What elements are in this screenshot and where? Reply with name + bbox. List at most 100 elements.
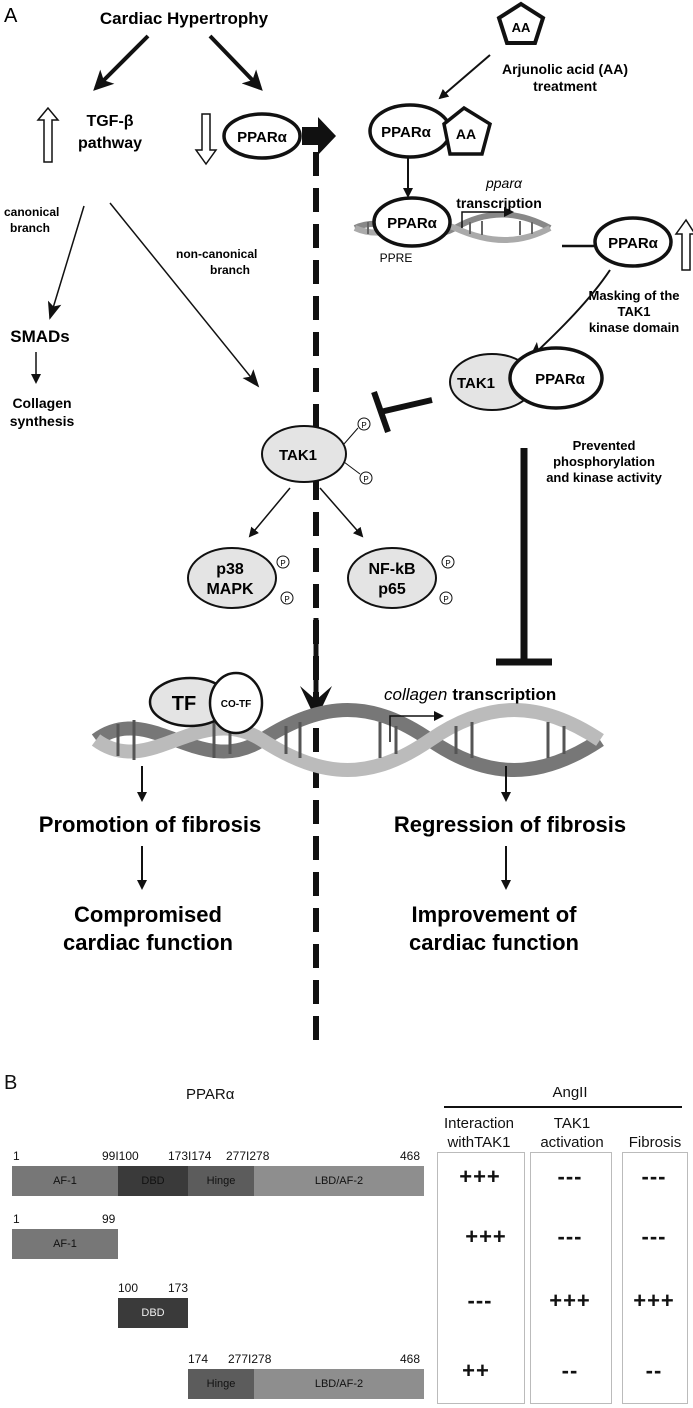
improvement-label-2: cardiac function xyxy=(409,930,579,955)
construct3-fibrosis: +++ xyxy=(633,1288,675,1313)
construct4-lbd-domain: LBD/AF-2 xyxy=(254,1369,424,1399)
prevented-label-3: and kinase activity xyxy=(546,470,662,485)
inhibition-bar-tak1 xyxy=(379,397,433,415)
ppara-up-node xyxy=(593,216,673,268)
construct3-tak1-activation: +++ xyxy=(549,1288,591,1313)
construct4-hinge-domain: Hinge xyxy=(188,1369,254,1399)
construct1-num-1: 1 xyxy=(13,1149,20,1163)
construct4-interaction: ++ xyxy=(462,1358,490,1383)
col-tak1-box xyxy=(530,1152,612,1404)
masking-label-3: kinase domain xyxy=(589,320,679,335)
mapk-label: MAPK xyxy=(206,581,254,598)
arrow-to-ppara xyxy=(208,34,263,91)
svg-text:P: P xyxy=(363,475,368,484)
construct2-af1-domain: AF-1 xyxy=(12,1229,118,1259)
tf-label: TF xyxy=(172,693,196,715)
aa-complex-label: AA xyxy=(456,126,476,142)
transcription-start-arrow xyxy=(461,207,514,228)
phospho-icon: P xyxy=(357,417,371,431)
construct1-hinge-domain: Hinge xyxy=(188,1166,254,1196)
tak1-complex-label: TAK1 xyxy=(457,375,495,392)
ppara-left-label: PPARα xyxy=(237,129,288,146)
construct1-num-3: 173I174 xyxy=(168,1149,212,1163)
nfkb-node xyxy=(347,547,437,609)
arrow-to-tak1-complex xyxy=(528,269,611,360)
construct1-interaction: +++ xyxy=(459,1164,501,1189)
arrow-to-smads xyxy=(47,205,85,320)
panel-b-label: B xyxy=(4,1072,18,1094)
phospho-icon: P xyxy=(359,471,373,485)
construct2-num-2: 99 xyxy=(102,1212,116,1226)
ppre-label: PPRE xyxy=(380,251,413,265)
protein-title: PPARα xyxy=(186,1086,235,1103)
svg-text:P: P xyxy=(445,559,450,568)
phospho-icon: P xyxy=(439,591,453,605)
aa-treatment-label: Arjunolic acid (AA) xyxy=(502,61,628,77)
col-fibrosis-header: Fibrosis xyxy=(628,1134,682,1151)
p65-label: p65 xyxy=(378,581,406,598)
construct1-dbd-domain: DBD xyxy=(118,1166,188,1196)
arrow-to-tgf xyxy=(93,34,150,91)
down-arrow-icon xyxy=(194,113,218,166)
up-arrow-right-icon xyxy=(674,218,693,271)
construct4-num-1: 174 xyxy=(188,1352,209,1366)
aa-pentagon-icon: AA xyxy=(496,1,546,45)
construct4-num-3: 468 xyxy=(400,1352,421,1366)
masking-label-2: TAK1 xyxy=(618,304,651,319)
ppara-complex-label: PPARα xyxy=(535,371,586,388)
construct2-interaction: +++ xyxy=(465,1224,507,1249)
cotf-node xyxy=(208,671,264,735)
ppara-aa-complex-label: PPARα xyxy=(381,124,432,141)
tak1-center-node xyxy=(261,425,347,483)
construct4-fibrosis: -- xyxy=(645,1358,663,1383)
ppara-gene-label: pparα xyxy=(485,175,523,191)
canonical-label-1: canonical xyxy=(4,205,59,219)
svg-text:P: P xyxy=(361,421,366,430)
dna-helix-icon xyxy=(91,703,604,777)
construct1-lbd-domain: LBD/AF-2 xyxy=(254,1166,424,1196)
smads-label: SMADs xyxy=(10,327,70,346)
svg-text:P: P xyxy=(284,595,289,604)
tgf-beta-label: TGF-β xyxy=(86,113,133,130)
panel-a-label: A xyxy=(4,5,18,27)
noncanonical-label-2: branch xyxy=(210,263,250,277)
aa-pentagon-complex xyxy=(442,105,493,156)
tgf-pathway-label: pathway xyxy=(78,135,142,152)
ppara-transcription-label: transcription xyxy=(456,195,542,211)
cotf-label: CO-TF xyxy=(221,699,252,710)
regression-label: Regression of fibrosis xyxy=(394,812,626,837)
construct2-fibrosis: --- xyxy=(641,1224,667,1249)
col-interaction-box xyxy=(437,1152,525,1404)
ppara-up-label: PPARα xyxy=(608,235,659,252)
improvement-label-1: Improvement of xyxy=(411,902,577,927)
cardiac-hypertrophy-title: Cardiac Hypertrophy xyxy=(100,9,269,28)
panel-a-diagram: A Cardiac Hypertrophy AA Arjunolic acid … xyxy=(4,1,693,1052)
p38-label: p38 xyxy=(216,561,244,578)
arrow-aa-to-complex xyxy=(438,54,491,100)
phospho-icon: P xyxy=(441,555,455,569)
arrow-to-p38 xyxy=(248,487,291,538)
ppara-left-node xyxy=(222,112,302,160)
masking-label-1: Masking of the xyxy=(588,288,679,303)
col-fibrosis-box xyxy=(622,1152,688,1404)
svg-text:P: P xyxy=(280,559,285,568)
phospho-icon: P xyxy=(276,555,290,569)
construct1-num-2: 99I100 xyxy=(102,1149,139,1163)
compromised-label-1: Compromised xyxy=(74,902,222,927)
construct1-num-5: 468 xyxy=(400,1149,421,1163)
p38-mapk-node xyxy=(187,547,277,609)
construct3-num-2: 173 xyxy=(168,1281,189,1295)
up-arrow-icon xyxy=(36,106,60,163)
construct4-tak1-activation: -- xyxy=(561,1358,579,1383)
svg-text:P: P xyxy=(443,595,448,604)
arrow-to-nfkb xyxy=(319,487,364,538)
phospho-icon: P xyxy=(280,591,294,605)
collagen-start-arrow xyxy=(389,711,444,742)
construct3-num-1: 100 xyxy=(118,1281,139,1295)
nfkb-label: NF-kB xyxy=(368,561,415,578)
tak1-center-label: TAK1 xyxy=(279,447,317,464)
block-arrow-icon xyxy=(302,117,336,155)
construct4-num-2: 277I278 xyxy=(228,1352,272,1366)
construct3-interaction: --- xyxy=(467,1288,493,1313)
